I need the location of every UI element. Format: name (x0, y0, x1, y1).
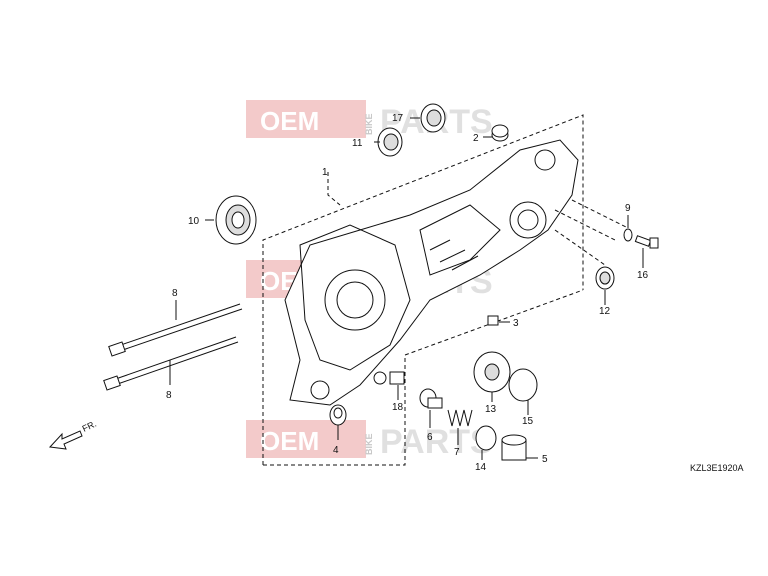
assembly-bracket (262, 114, 584, 465)
watermark-bottom: OEM BIKE PARTS (246, 420, 493, 461)
leader-1 (327, 172, 341, 206)
collar-18 (389, 371, 405, 385)
cap-5 (501, 434, 527, 461)
callout-9: 9 (625, 203, 631, 214)
bolt-6 (419, 388, 443, 409)
callout-2: 2 (473, 133, 479, 144)
callout-16: 16 (637, 270, 649, 281)
watermark-bike-text: BIKE (364, 433, 374, 455)
gear-13 (473, 351, 511, 393)
callout-14: 14 (475, 462, 487, 473)
crankcase (284, 139, 579, 406)
nut-3 (487, 315, 499, 326)
callout-7: 7 (454, 447, 460, 458)
watermark-bike-text: BIKE (364, 113, 374, 135)
watermark-oem-text: OEM (260, 106, 319, 136)
bearing-11 (377, 127, 403, 157)
bearing-17 (420, 103, 446, 133)
watermark-parts-text: PARTS (380, 423, 493, 461)
callout-8-lower: 8 (166, 390, 172, 401)
callout-6: 6 (427, 432, 433, 443)
callout-labels: 1 2 3 4 5 6 7 8 8 9 10 11 12 13 14 15 16… (166, 113, 649, 473)
watermark-oem-text: OEM (260, 426, 319, 456)
callout-17: 17 (392, 113, 404, 124)
circlip-15 (508, 368, 538, 402)
callout-12: 12 (599, 306, 611, 317)
bearing-10 (215, 195, 257, 245)
bolt-16 (634, 235, 659, 249)
bolt-lower (103, 336, 239, 391)
washer-9 (623, 228, 633, 242)
dowel-4 (329, 404, 347, 426)
diagram-code: KZL3E1920A (690, 463, 744, 473)
callout-11: 11 (352, 138, 363, 149)
callout-10: 10 (188, 216, 200, 227)
bolt-upper (108, 303, 243, 357)
callout-13: 13 (485, 404, 497, 415)
collar-2 (491, 124, 509, 142)
callout-1: 1 (322, 167, 328, 178)
callout-8-upper: 8 (172, 288, 178, 299)
callout-3: 3 (513, 318, 519, 329)
front-arrow: FR. (48, 419, 98, 450)
watermark-top: OEM BIKE PARTS (246, 100, 493, 141)
callout-4: 4 (333, 445, 339, 456)
callout-5: 5 (542, 454, 548, 465)
leader-lines (169, 117, 644, 460)
spring-7 (447, 409, 473, 427)
front-arrow-label: FR. (81, 419, 98, 434)
seal-12 (595, 266, 615, 290)
callout-15: 15 (522, 416, 534, 427)
oring-14 (475, 425, 497, 451)
callout-18: 18 (392, 402, 404, 413)
